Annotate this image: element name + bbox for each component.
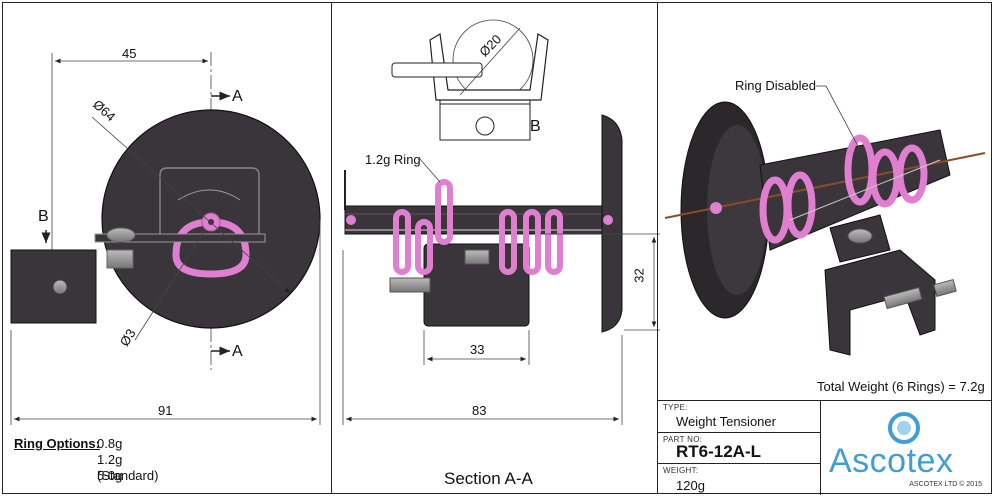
section-mark-top: A: [232, 88, 243, 105]
type-value: Weight Tensioner: [676, 414, 776, 429]
weight-value: 120g: [676, 478, 705, 493]
logo-mark: [888, 412, 920, 444]
copyright: ASCOTEX LTD © 2015: [909, 481, 982, 488]
part-cell: PART NO: RT6-12A-L: [658, 433, 820, 464]
weight-cell: WEIGHT: 120g: [658, 464, 820, 495]
ring-option: 0.8g: [97, 436, 123, 451]
type-caption: TYPE:: [663, 403, 688, 412]
ring-disabled-label: Ring Disabled: [735, 78, 816, 93]
section-title: Section A-A: [444, 469, 533, 488]
divider-right: [657, 2, 658, 494]
left-view-drawing: [10, 52, 321, 425]
total-weight: Total Weight (6 Rings) = 7.2g: [817, 379, 985, 394]
title-block-fields: TYPE: Weight Tensioner PART NO: RT6-12A-…: [658, 401, 821, 495]
drawing-sheet: [2, 2, 992, 494]
part-value: RT6-12A-L: [676, 442, 762, 461]
section-mark-bottom: A: [232, 343, 243, 360]
middle-view-drawing: [342, 19, 660, 425]
part-caption: PART NO:: [663, 435, 703, 444]
dim-33-label: 33: [470, 342, 485, 357]
dim-32-label: 32: [631, 268, 647, 283]
dim-91-label: 91: [158, 403, 173, 418]
ring-options: Ring Options:0.8g 1.2g (Standard) 5.0g: [14, 436, 158, 484]
ring-options-title: Ring Options:: [14, 436, 100, 451]
type-cell: TYPE: Weight Tensioner: [658, 401, 820, 433]
ring-option: 5.0g: [97, 468, 123, 483]
ring-option: 1.2g (Standard): [97, 452, 159, 483]
dim-45-label: 45: [122, 46, 137, 61]
divider-left: [331, 2, 332, 494]
ascotex-logo: Ascotex ASCOTEX LTD © 2015: [821, 401, 992, 495]
view-label-b: B: [530, 118, 541, 135]
logo-text: Ascotex: [829, 442, 954, 480]
title-block: TYPE: Weight Tensioner PART NO: RT6-12A-…: [658, 400, 992, 495]
ring-label: 1.2g Ring: [365, 152, 421, 167]
right-view-drawing: [664, 85, 986, 356]
weight-caption: WEIGHT:: [663, 466, 699, 475]
dim-83-label: 83: [472, 403, 487, 418]
view-mark-b: B: [38, 208, 49, 225]
